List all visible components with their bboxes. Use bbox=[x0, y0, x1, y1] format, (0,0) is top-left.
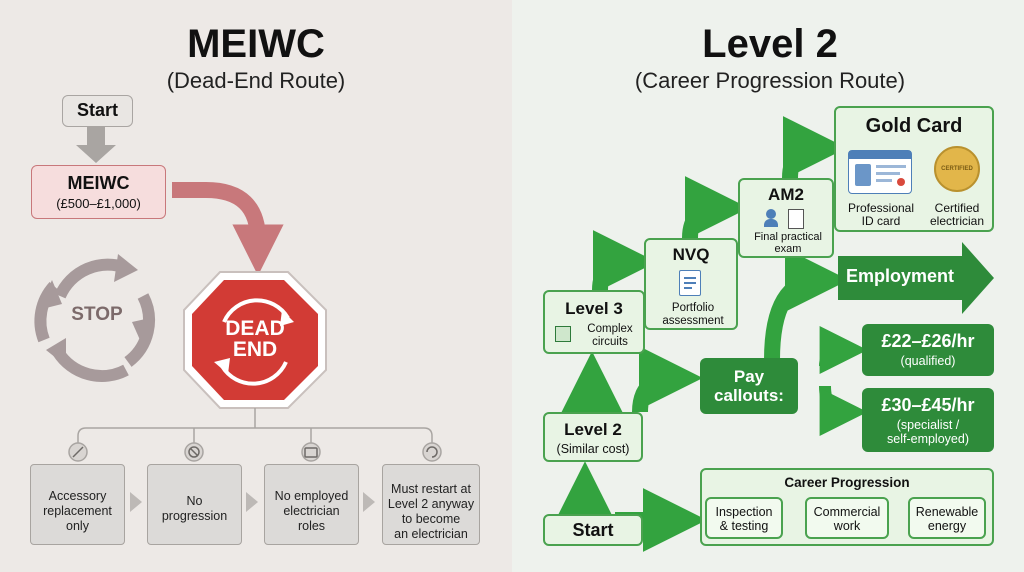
outcome-no-employed-line2: electrician bbox=[283, 504, 340, 518]
progression-arrows bbox=[553, 116, 868, 552]
outcome-must-restart-line2: Level 2 anyway bbox=[387, 497, 475, 511]
level3-title: Level 3 bbox=[565, 299, 623, 318]
pay-line2: callouts: bbox=[714, 386, 784, 405]
rate-specialist-box[interactable]: £30–£45/hr (specialist / self-employed) bbox=[862, 388, 994, 452]
career-step-inspection-line1: Inspection bbox=[715, 505, 773, 519]
outcome-tree-arrowheads bbox=[68, 442, 442, 462]
gold-card-id-line1: Professional bbox=[847, 201, 915, 215]
gold-card-box[interactable]: Gold Card CERTIFIED Professional ID card… bbox=[834, 106, 994, 232]
certified-badge-text: CERTIFIED bbox=[941, 166, 973, 172]
gold-card-title: Gold Card bbox=[865, 115, 963, 137]
career-step-renewable-line2: energy bbox=[927, 519, 967, 533]
career-step-commercial-line1: Commercial bbox=[813, 505, 881, 519]
am2-desc: Final practical exam bbox=[740, 231, 836, 255]
gold-card-id-line2: ID card bbox=[861, 214, 901, 228]
pay-callouts-box[interactable]: Pay callouts: bbox=[700, 358, 798, 414]
nvq-desc: Portfolio assessment bbox=[646, 302, 740, 328]
employment-label: Employment bbox=[845, 266, 955, 286]
rate-specialist-value: £30–£45/hr bbox=[881, 395, 975, 415]
am2-box[interactable]: AM2 Final practical exam bbox=[738, 178, 834, 258]
career-step-commercial[interactable]: Commercial work bbox=[805, 497, 889, 539]
meiwc-box-cost: (£500–£1,000) bbox=[56, 196, 141, 211]
outcome-no-progression-line2: progression bbox=[161, 509, 228, 523]
career-step-inspection[interactable]: Inspection & testing bbox=[705, 497, 783, 539]
nvq-desc-line1: Portfolio bbox=[671, 302, 715, 314]
career-step-inspection-line2: & testing bbox=[719, 519, 769, 533]
start-down-arrow bbox=[76, 127, 116, 163]
outcome-accessory-line2: replacement bbox=[43, 504, 112, 518]
career-progression-title: Career Progression bbox=[784, 475, 910, 490]
rate-qualified-note: (qualified) bbox=[900, 354, 956, 368]
level3-desc: Complex circuits bbox=[575, 323, 645, 349]
outcome-no-employed: No employed electrician roles bbox=[264, 464, 359, 545]
outcome-arrows bbox=[130, 492, 375, 512]
outcome-must-restart-line3: to become bbox=[401, 512, 461, 526]
rate-qualified-box[interactable]: £22–£26/hr (qualified) bbox=[862, 324, 994, 376]
outcome-accessory-line3: only bbox=[66, 519, 89, 533]
outcome-accessory: Accessory replacement only bbox=[30, 464, 125, 545]
outcome-must-restart-line4: an electrician bbox=[394, 527, 468, 541]
nvq-title: NVQ bbox=[672, 245, 710, 264]
am2-desc-line1: Final practical bbox=[754, 231, 822, 243]
dead-end-line2: END bbox=[232, 338, 278, 361]
level3-desc-line2: circuits bbox=[592, 336, 628, 348]
dead-end-sign bbox=[183, 271, 327, 409]
outcome-no-employed-line1: No employed bbox=[274, 489, 349, 503]
screwdriver-icon bbox=[72, 446, 84, 458]
portfolio-icon bbox=[679, 270, 701, 296]
rate-specialist-note1: (specialist / bbox=[896, 418, 960, 432]
briefcase-icon bbox=[304, 447, 318, 458]
outcome-accessory-line1: Accessory bbox=[48, 489, 107, 503]
level3-box[interactable]: Level 3 Complex circuits bbox=[543, 290, 645, 354]
gold-card-id-label: Professional ID card bbox=[838, 202, 924, 228]
dead-end-label: DEAD END bbox=[205, 318, 305, 360]
nvq-desc-line2: assessment bbox=[662, 315, 724, 327]
outcome-no-progression-line1: No bbox=[186, 494, 203, 508]
level2-title: Level 2 bbox=[564, 420, 622, 439]
left-title: MEIWC bbox=[187, 22, 325, 66]
stop-label: STOP bbox=[71, 304, 123, 325]
right-title: Level 2 bbox=[702, 22, 838, 66]
right-start-box[interactable]: Start bbox=[543, 514, 643, 546]
outcome-no-progression: No progression bbox=[147, 464, 242, 545]
career-step-renewable-line1: Renewable bbox=[915, 505, 979, 519]
meiwc-box-title: MEIWC bbox=[67, 173, 130, 193]
outcome-icons bbox=[72, 446, 438, 458]
am2-title: AM2 bbox=[768, 185, 804, 204]
pay-line1: Pay bbox=[733, 367, 765, 386]
rate-specialist-note2: self-employed) bbox=[887, 432, 969, 446]
career-step-commercial-line2: work bbox=[833, 519, 861, 533]
restart-icon bbox=[426, 446, 438, 458]
right-subtitle: (Career Progression Route) bbox=[634, 68, 906, 93]
id-card-icon bbox=[848, 150, 912, 194]
employment-arrow-shape bbox=[838, 242, 994, 314]
chip-icon bbox=[555, 326, 571, 342]
outcome-must-restart: Must restart at Level 2 anyway to become… bbox=[382, 464, 480, 545]
am2-desc-line2: exam bbox=[774, 243, 802, 255]
left-subtitle: (Dead-End Route) bbox=[166, 68, 346, 93]
meiwc-to-deadend-arrow bbox=[172, 182, 284, 276]
stop-cycle-arrowheads bbox=[38, 254, 150, 366]
certified-badge-icon: CERTIFIED bbox=[934, 146, 980, 192]
career-step-renewable[interactable]: Renewable energy bbox=[908, 497, 986, 539]
level2-box[interactable]: Level 2 (Similar cost) bbox=[543, 412, 643, 462]
rate-qualified-value: £22–£26/hr bbox=[881, 331, 975, 351]
dead-end-line1: DEAD bbox=[225, 317, 285, 340]
meiwc-box[interactable]: MEIWC (£500–£1,000) bbox=[31, 165, 166, 219]
exam-icon bbox=[764, 209, 808, 229]
gold-card-cert-line2: electrician bbox=[929, 214, 985, 228]
gold-card-cert-line1: Certified bbox=[934, 201, 980, 215]
outcome-no-employed-line3: roles bbox=[297, 519, 326, 533]
prohibited-icon bbox=[188, 446, 200, 458]
level2-sub: (Similar cost) bbox=[556, 442, 630, 456]
nvq-box[interactable]: NVQ Portfolio assessment bbox=[644, 238, 738, 330]
outcome-must-restart-line1: Must restart at bbox=[391, 482, 471, 496]
level3-desc-line1: Complex bbox=[587, 323, 633, 335]
gold-card-cert-label: Certified electrician bbox=[920, 202, 994, 228]
left-start-box[interactable]: Start bbox=[62, 95, 133, 127]
outcome-tree-connectors bbox=[77, 408, 433, 445]
